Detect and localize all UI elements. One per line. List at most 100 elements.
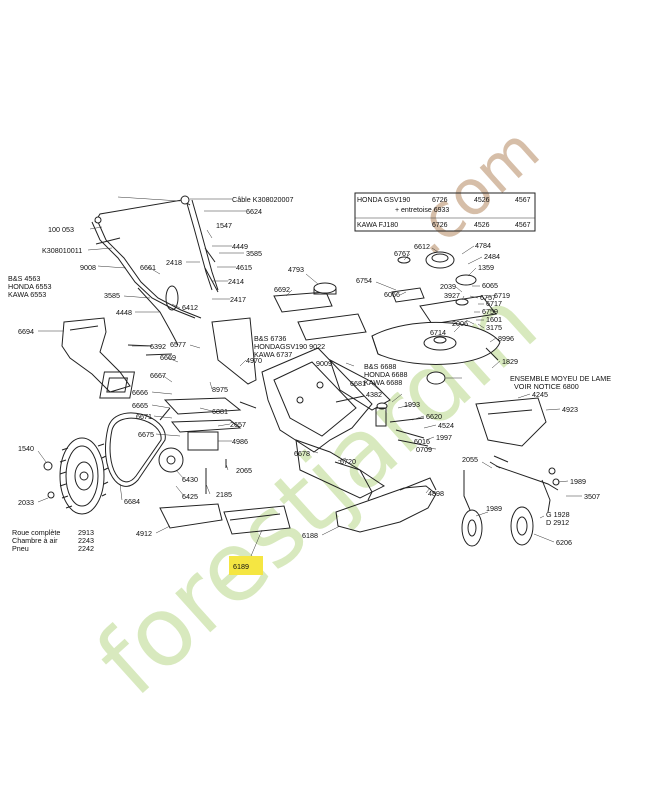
label-kawa6553: KAWA 6553 bbox=[8, 290, 46, 299]
label-6694: 6694 bbox=[18, 327, 34, 336]
label-0709: 0709 bbox=[416, 445, 432, 454]
label-6661: 6661 bbox=[140, 263, 156, 272]
label-d2912: D 2912 bbox=[546, 518, 569, 527]
label-6669: 6669 bbox=[160, 353, 176, 362]
label-6188: 6188 bbox=[302, 531, 318, 540]
label-4245: 4245 bbox=[532, 390, 548, 399]
label-6624: 6624 bbox=[246, 207, 262, 216]
label-kawa6688: KAWA 6688 bbox=[364, 378, 402, 387]
part-labels: Câble K308020007 6624 100 053 K308010011… bbox=[8, 195, 611, 571]
label-6066a: 6066 bbox=[384, 290, 400, 299]
label-1993: 1993 bbox=[404, 400, 420, 409]
label-6759: 6759 bbox=[482, 307, 498, 316]
label-1359: 1359 bbox=[478, 263, 494, 272]
label-1540: 1540 bbox=[18, 444, 34, 453]
label-bs4563: B&S 4563 bbox=[8, 274, 40, 283]
label-2414: 2414 bbox=[228, 277, 244, 286]
label-6189: 6189 bbox=[233, 562, 249, 571]
label-6065: 6065 bbox=[482, 281, 498, 290]
table-r1c4: 4567 bbox=[515, 197, 531, 204]
label-6667: 6667 bbox=[150, 371, 166, 380]
label-1601: 1601 bbox=[486, 315, 502, 324]
label-9009: 9009 bbox=[316, 359, 332, 368]
label-9008: 9008 bbox=[80, 263, 96, 272]
highlight-6189 bbox=[229, 556, 263, 575]
label-6425: 6425 bbox=[182, 492, 198, 501]
label-6577: 6577 bbox=[170, 340, 186, 349]
drive-belt bbox=[105, 412, 166, 487]
label-honda6553: HONDA 6553 bbox=[8, 282, 52, 291]
label-6620: 6620 bbox=[426, 412, 442, 421]
label-2039: 2039 bbox=[440, 282, 456, 291]
label-2006: 2006 bbox=[452, 319, 468, 328]
label-6767: 6767 bbox=[394, 249, 410, 258]
label-4382: 4382 bbox=[366, 390, 382, 399]
label-g1928: G 1928 bbox=[546, 510, 570, 519]
label-chambre: Chambre à air bbox=[12, 536, 58, 545]
label-4912: 4912 bbox=[136, 529, 152, 538]
label-6717: 6717 bbox=[486, 299, 502, 308]
label-4793: 4793 bbox=[288, 265, 304, 274]
front-shield bbox=[335, 477, 437, 533]
label-K308010011: K308010011 bbox=[42, 246, 82, 255]
label-6881: 6881 bbox=[212, 407, 228, 416]
label-ensemble: ENSEMBLE MOYEU DE LAME bbox=[510, 374, 611, 383]
label-8975: 8975 bbox=[212, 385, 228, 394]
label-2185: 2185 bbox=[216, 490, 232, 499]
label-6392: 6392 bbox=[150, 342, 166, 351]
label-6612: 6612 bbox=[414, 242, 430, 251]
label-4970: 4970 bbox=[246, 356, 262, 365]
label-2055: 2055 bbox=[462, 455, 478, 464]
label-100053: 100 053 bbox=[48, 225, 74, 234]
label-1829: 1829 bbox=[502, 357, 518, 366]
label-4784: 4784 bbox=[475, 241, 491, 250]
label-pneu: Pneu bbox=[12, 544, 29, 553]
table-r3c3: 4526 bbox=[474, 222, 490, 229]
handle-assembly bbox=[91, 195, 219, 346]
label-6720: 6720 bbox=[340, 457, 356, 466]
label-4448: 4448 bbox=[116, 308, 132, 317]
label-6671: 6671 bbox=[136, 412, 152, 421]
label-1997: 1997 bbox=[436, 433, 452, 442]
label-cable: Câble K308020007 bbox=[232, 195, 294, 204]
label-hondagsv: HONDAGSV190 9022 bbox=[254, 342, 325, 351]
table-r1c3: 4526 bbox=[474, 197, 490, 204]
label-2484: 2484 bbox=[484, 252, 500, 261]
drive-wheel bbox=[43, 437, 109, 515]
label-honda6688: HONDA 6688 bbox=[364, 370, 408, 379]
label-3927: 3927 bbox=[444, 291, 460, 300]
label-voir: VOIR NOTICE 6800 bbox=[514, 382, 579, 391]
label-6412: 6412 bbox=[182, 303, 198, 312]
label-6675: 6675 bbox=[138, 430, 154, 439]
table-r3c1: KAWA FJ180 bbox=[357, 222, 398, 229]
label-6430: 6430 bbox=[182, 475, 198, 484]
left-guards bbox=[61, 317, 291, 535]
label-3585a: 3585 bbox=[246, 249, 262, 258]
label-6714: 6714 bbox=[430, 328, 446, 337]
label-2657: 2657 bbox=[230, 420, 246, 429]
label-4986: 4986 bbox=[232, 437, 248, 446]
engine-variant-table: HONDA GSV190 6726 4526 4567 + entretoise… bbox=[354, 192, 536, 232]
label-6016: 6016 bbox=[414, 437, 430, 446]
label-6757: 6757 bbox=[480, 293, 496, 302]
label-2033: 2033 bbox=[18, 498, 34, 507]
label-chambre-num: 2243 bbox=[78, 536, 94, 545]
label-4923: 4923 bbox=[562, 405, 578, 414]
label-1989b: 1989 bbox=[486, 504, 502, 513]
label-roue: Roue complète bbox=[12, 528, 60, 537]
label-6666: 6666 bbox=[132, 388, 148, 397]
label-4615: 4615 bbox=[236, 263, 252, 272]
table-r3c2: 6726 bbox=[432, 222, 448, 229]
label-bs6688: B&S 6688 bbox=[364, 362, 396, 371]
table-r1c2: 6726 bbox=[432, 197, 448, 204]
blade-plate bbox=[475, 397, 547, 447]
label-6678: 6678 bbox=[294, 449, 310, 458]
label-kawa6737: KAWA 6737 bbox=[254, 350, 292, 359]
table-r2c1: + entretoise 6933 bbox=[395, 207, 449, 214]
table-r1c1: HONDA GSV190 bbox=[357, 197, 410, 204]
label-6719: 6719 bbox=[494, 291, 510, 300]
label-3175: 3175 bbox=[486, 323, 502, 332]
label-1989a: 1989 bbox=[570, 477, 586, 486]
label-4449: 4449 bbox=[232, 242, 248, 251]
